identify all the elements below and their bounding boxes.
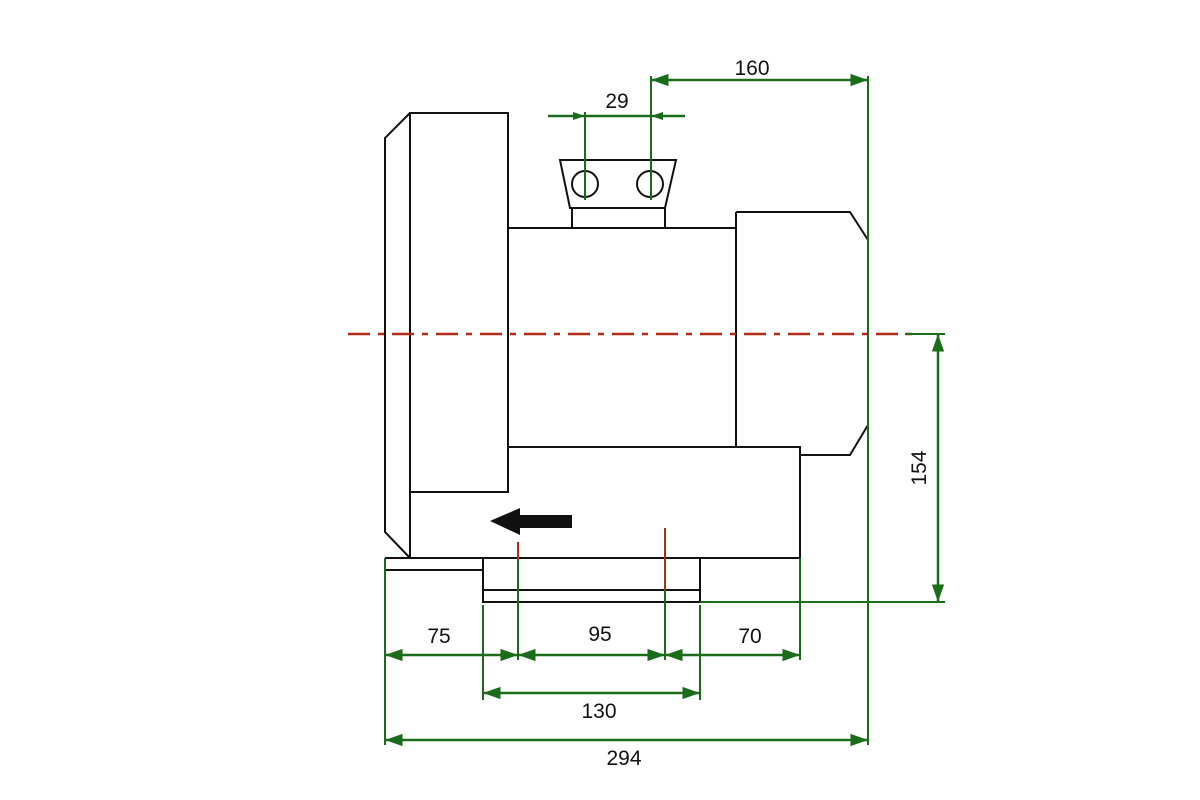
- dim-arrow-29-right: [651, 112, 663, 120]
- terminal-box: [558, 159, 678, 209]
- housing-cover-left: [384, 112, 411, 559]
- blower-outline: [384, 112, 869, 603]
- impeller-housing: [409, 112, 509, 493]
- dimension-lines: [385, 73, 945, 747]
- dim-label-154: 154: [908, 450, 931, 485]
- dimension-labels: 160 29 154 75 95 70 130 294: [427, 57, 931, 770]
- base-foot: [482, 558, 701, 603]
- arrow-left-icon: [490, 508, 572, 535]
- dim-label-130: 130: [581, 700, 616, 723]
- dim-label-294: 294: [606, 747, 641, 770]
- dim-label-160: 160: [734, 57, 769, 80]
- dim-arrow-29-left: [573, 112, 585, 120]
- lower-body: [385, 446, 801, 559]
- extension-lines: [384, 76, 945, 745]
- dim-label-75: 75: [427, 625, 450, 648]
- dim-label-95: 95: [588, 623, 611, 646]
- inlet-stub: [384, 558, 483, 571]
- motor-body: [508, 227, 737, 447]
- dim-label-29: 29: [605, 90, 628, 113]
- dim-label-70: 70: [738, 625, 761, 648]
- terminal-box-neck: [571, 207, 666, 229]
